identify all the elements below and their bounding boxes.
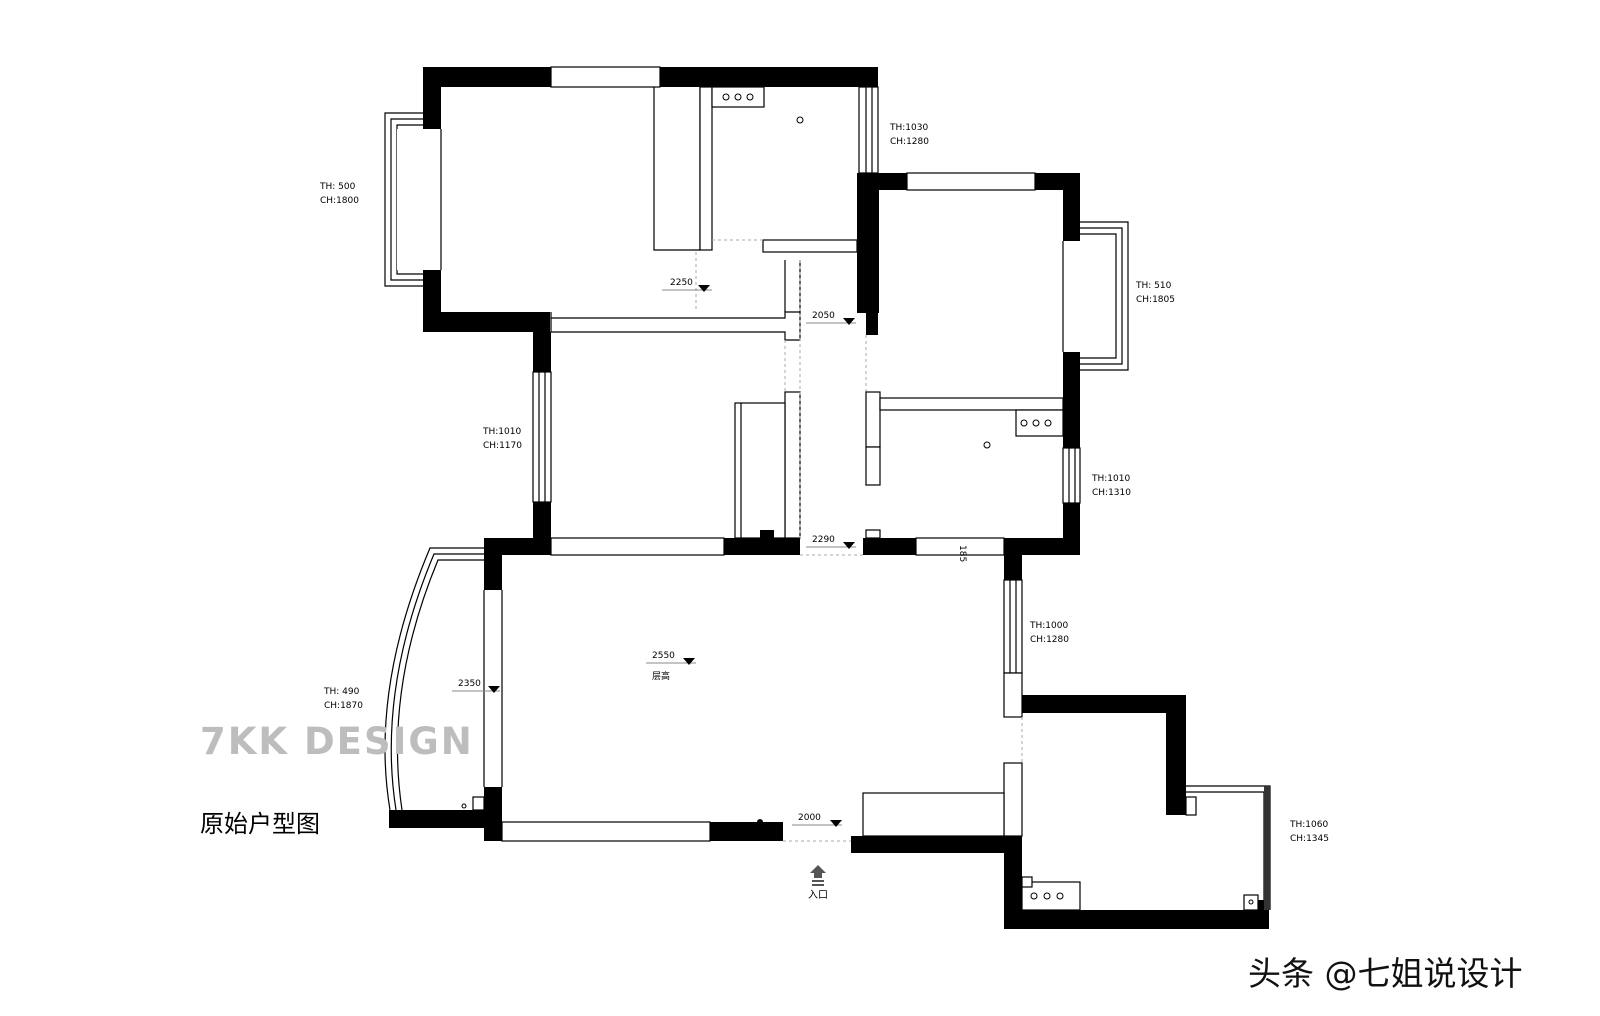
level-value: 2050 bbox=[812, 311, 835, 321]
level-markers: 2250 2050 2290 2550 层高 2350 2000 bbox=[452, 278, 967, 827]
entrance-arrow-icon bbox=[810, 865, 826, 878]
level-marker: 2250 bbox=[662, 278, 712, 292]
level-triangle-icon bbox=[843, 542, 855, 549]
beam-dimension: 185 bbox=[957, 545, 967, 562]
level-triangle-icon bbox=[488, 686, 500, 693]
level-marker: 2350 bbox=[452, 679, 500, 693]
window-ch-label: CH:1870 bbox=[324, 701, 363, 711]
level-triangle-icon bbox=[683, 658, 695, 665]
window-ch-label: CH:1280 bbox=[1030, 635, 1069, 645]
window-th-label: TH: 510 bbox=[1135, 281, 1172, 291]
window-annotations: TH: 500 CH:1800 TH:1030 CH:1280 TH: 510 … bbox=[319, 123, 1329, 844]
window-th-label: TH:1030 bbox=[889, 123, 928, 133]
window-th-label: TH:1010 bbox=[482, 427, 521, 437]
window-ch-label: CH:1800 bbox=[320, 196, 359, 206]
level-value: 2250 bbox=[670, 278, 693, 288]
level-value: 2350 bbox=[458, 679, 481, 689]
ceiling-height-label: 层高 bbox=[652, 670, 670, 682]
entrance-marker: 入口 bbox=[808, 865, 828, 901]
window-th-label: TH:1060 bbox=[1289, 820, 1328, 830]
fixtures bbox=[461, 86, 1259, 911]
level-value: 2550 bbox=[652, 651, 675, 661]
walls bbox=[389, 67, 1269, 929]
level-marker: 2290 bbox=[806, 535, 856, 549]
level-marker: 2000 bbox=[792, 813, 842, 827]
level-triangle-icon bbox=[830, 820, 842, 827]
window-ch-label: CH:1805 bbox=[1136, 295, 1175, 305]
level-triangle-icon bbox=[843, 318, 855, 325]
window-th-label: TH: 500 bbox=[319, 182, 356, 192]
window-ch-label: CH:1170 bbox=[483, 441, 522, 451]
credit-text: 头条 @七姐说设计 bbox=[1248, 954, 1523, 993]
window-th-label: TH:1000 bbox=[1029, 621, 1068, 631]
level-value: 2290 bbox=[812, 535, 835, 545]
window-ch-label: CH:1310 bbox=[1092, 488, 1131, 498]
level-marker: 2550 层高 bbox=[646, 651, 696, 682]
window-th-label: TH:1010 bbox=[1091, 474, 1130, 484]
plan-title: 原始户型图 bbox=[200, 810, 320, 838]
window-th-label: TH: 490 bbox=[323, 687, 360, 697]
level-value: 2000 bbox=[798, 813, 821, 823]
window-ch-label: CH:1280 bbox=[890, 137, 929, 147]
entrance-label: 入口 bbox=[808, 890, 828, 901]
level-marker: 2050 bbox=[806, 311, 856, 325]
windows bbox=[384, 66, 1271, 910]
level-triangle-icon bbox=[698, 285, 710, 292]
watermark: 7KK DESIGN bbox=[200, 720, 474, 763]
window-ch-label: CH:1345 bbox=[1290, 834, 1329, 844]
